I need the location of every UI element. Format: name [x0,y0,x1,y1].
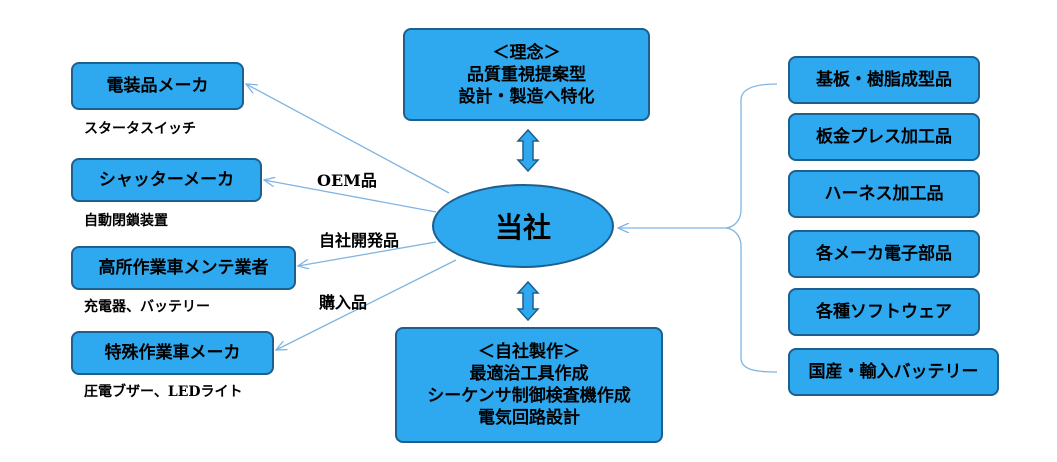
arrow-to-customer-2 [264,180,437,213]
customer-product: スタータスイッチ [84,121,196,137]
supplier-label: 各種ソフトウェア [816,302,952,322]
customer-box: 高所作業車メンテ業者 [71,246,296,290]
customer-product: 充電器、バッテリー [84,299,210,315]
company-label: 当社 [494,211,551,244]
customer-box: 電装品メーカ [71,62,244,110]
supplier-label: 板金プレス加工品 [816,127,952,147]
inhouse-line: 電気回路設計 [478,408,580,428]
customer-name: 高所作業車メンテ業者 [98,258,269,278]
supplier-box: 各種ソフトウェア [788,288,980,336]
customer-box: シャッターメーカ [71,158,262,202]
supplier-bracket [724,83,778,373]
edge-label-purchased: 購入品 [319,293,368,312]
customer-product: 自動閉鎖装置 [84,213,168,229]
inhouse-box: ＜自社製作＞ 最適治工具作成 シーケンサ制御検査機作成 電気回路設計 [395,327,663,443]
supplier-box: ハーネス加工品 [788,170,980,218]
company-node: 当社 [432,184,614,268]
supplier-label: ハーネス加工品 [824,184,944,204]
arrow-to-customer-4 [276,259,457,350]
philosophy-box: ＜理念＞ 品質重視提案型 設計・製造へ特化 [403,28,650,121]
supplier-box: 基板・樹脂成型品 [788,56,980,104]
customer-name: シャッターメーカ [98,170,235,190]
philosophy-line: 品質重視提案型 [467,64,586,85]
edge-label-oem: OEM品 [317,171,377,190]
inhouse-line: シーケンサ制御検査機作成 [427,386,631,406]
double-arrow-top [516,128,540,173]
philosophy-line: 設計・製造へ特化 [458,86,595,107]
inhouse-title: ＜自社製作＞ [478,342,580,362]
supplier-box: 国産・輸入バッテリー [788,348,999,396]
arrow-to-customer-1 [246,84,450,194]
supplier-label: 各メーカ電子部品 [816,244,952,264]
edge-label-own-product: 自社開発品 [319,231,400,250]
philosophy-title: ＜理念＞ [492,42,561,63]
customer-product: 圧電ブザー、LEDライト [84,384,243,400]
customer-name: 特殊作業車メーカ [104,343,241,363]
double-arrow-bottom [516,280,540,322]
supplier-box: 板金プレス加工品 [788,113,980,161]
customer-name: 電装品メーカ [106,76,209,96]
supplier-box: 各メーカ電子部品 [788,230,980,278]
inhouse-line: 最適治工具作成 [469,364,589,384]
arrow-to-customer-3 [298,241,437,266]
customer-box: 特殊作業車メーカ [71,331,274,375]
supplier-label: 国産・輸入バッテリー [808,362,979,382]
supplier-label: 基板・樹脂成型品 [816,70,952,90]
